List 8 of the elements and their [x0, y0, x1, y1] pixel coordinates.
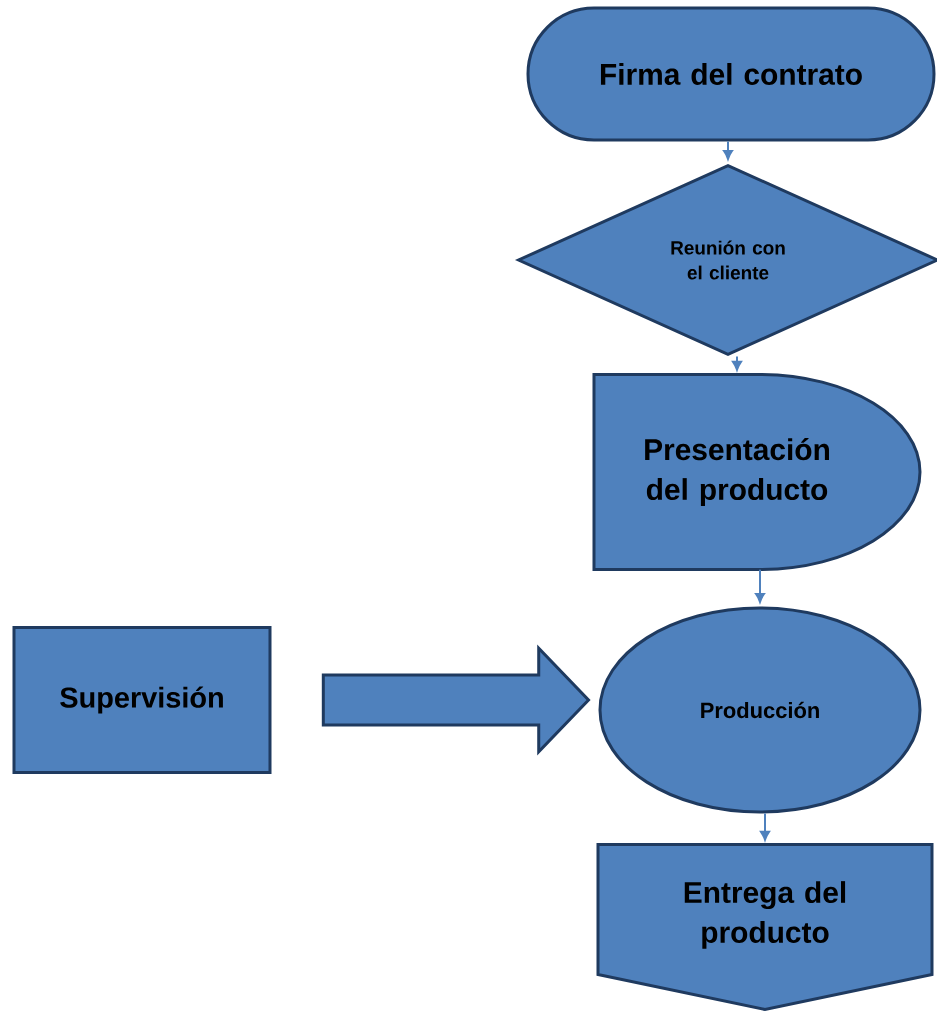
terminator-box: Firma del contrato — [526, 6, 936, 142]
arrow — [732, 355, 742, 371]
arrow — [723, 140, 733, 160]
process-box: Supervisión — [12, 626, 272, 774]
block-arrow — [321, 644, 591, 756]
arrow — [760, 812, 770, 841]
offpage-connector: Entrega del producto — [596, 843, 934, 1012]
arrow — [755, 568, 765, 603]
